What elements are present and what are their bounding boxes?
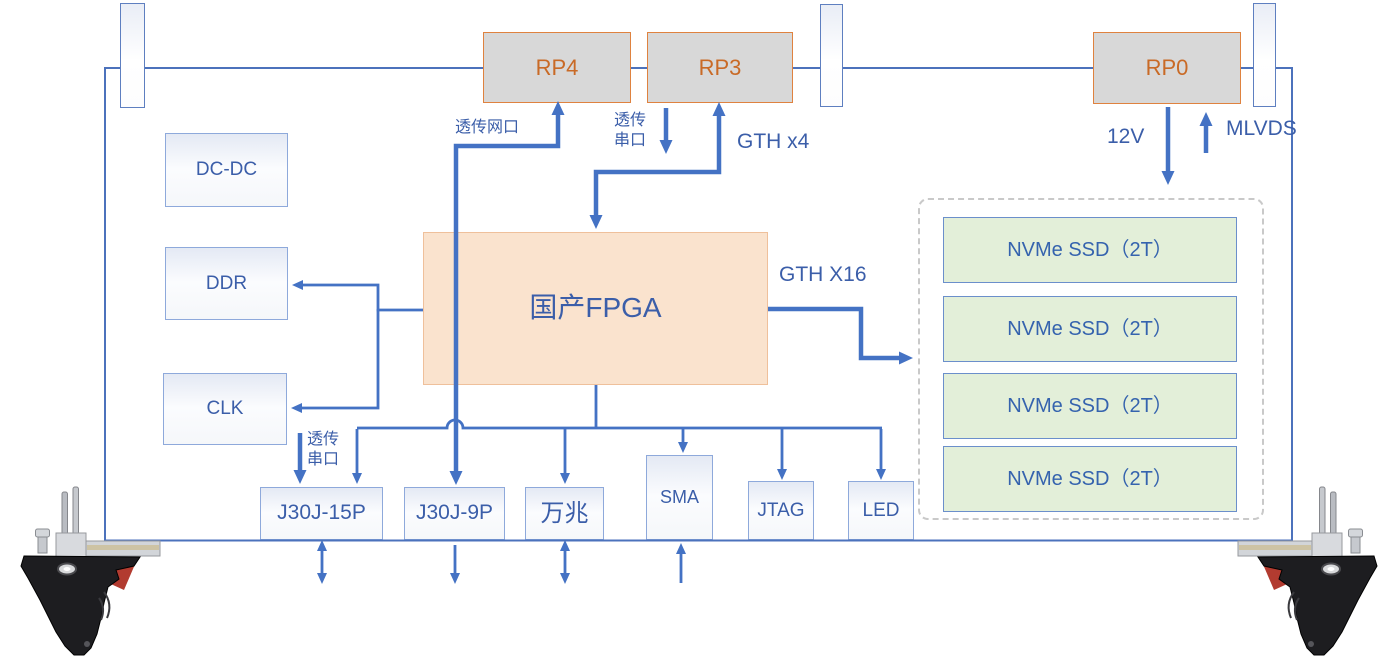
block-wanzhao: 万兆 (525, 487, 604, 540)
nvme-ssd-3-label: NVMe SSD（2T） (1007, 394, 1173, 417)
bus-horizontal (357, 418, 882, 430)
block-clk: CLK (163, 373, 287, 445)
jtag-label: JTAG (757, 499, 805, 521)
label-serial-passthrough-rp3: 透传串口 (614, 112, 647, 149)
conn-gth-x16-fpga-ssd (768, 306, 913, 365)
label-mlvds: MLVDS (1226, 117, 1297, 140)
block-ddr: DDR (165, 247, 288, 320)
block-ddr-label: DDR (205, 272, 248, 294)
block-rp0: RP0 (1093, 32, 1241, 104)
wanzhao-label: 万兆 (540, 499, 589, 527)
block-j30j-9p: J30J-9P (404, 487, 505, 540)
block-sma: SMA (646, 455, 713, 540)
block-dcdc: DC-DC (165, 133, 288, 207)
block-nvme-ssd-3: NVMe SSD（2T） (943, 373, 1237, 439)
label-gth-x4: GTH x4 (737, 130, 810, 153)
block-rp3: RP3 (647, 32, 793, 103)
label-serial-passthrough-left: 透传串口 (307, 431, 340, 468)
conn-fpga-clk (291, 309, 380, 413)
block-nvme-ssd-2: NVMe SSD（2T） (943, 296, 1237, 362)
block-j30j-15p: J30J-15P (260, 487, 383, 540)
backplane-connector-strip-middle (820, 4, 843, 107)
label-12v: 12V (1107, 125, 1145, 148)
conn-fpga-ddr (292, 280, 423, 312)
conn-gth-x4-rp3-fpga (589, 102, 726, 229)
block-dcdc-label: DC-DC (195, 159, 258, 181)
block-rp4-label: RP4 (535, 54, 579, 80)
block-rp0-label: RP0 (1145, 55, 1189, 81)
label-gth-x16: GTH X16 (779, 263, 867, 286)
led-label: LED (862, 499, 900, 521)
nvme-ssd-4-label: NVMe SSD（2T） (1007, 467, 1173, 490)
block-jtag: JTAG (748, 481, 814, 540)
block-rp3-label: RP3 (698, 54, 742, 80)
j30j-9p-label: J30J-9P (415, 501, 494, 525)
ejector-handle-right (1237, 486, 1378, 656)
conn-net-pass-rp4-j30j9p (449, 101, 565, 485)
nvme-ssd-2-label: NVMe SSD（2T） (1007, 317, 1173, 340)
label-net-passthrough: 透传网口 (455, 119, 520, 136)
block-rp4: RP4 (483, 32, 631, 103)
nvme-ssd-1-label: NVMe SSD（2T） (1007, 238, 1173, 261)
block-nvme-ssd-1: NVMe SSD（2T） (943, 217, 1237, 283)
ssd-group-frame (918, 198, 1264, 520)
backplane-connector-strip-left (120, 3, 145, 108)
block-clk-label: CLK (206, 398, 244, 420)
block-nvme-ssd-4: NVMe SSD（2T） (943, 446, 1237, 512)
sma-label: SMA (659, 487, 699, 508)
ejector-handle-left (20, 486, 161, 656)
backplane-connector-strip-right (1253, 3, 1276, 107)
j30j-15p-label: J30J-15P (277, 501, 366, 525)
